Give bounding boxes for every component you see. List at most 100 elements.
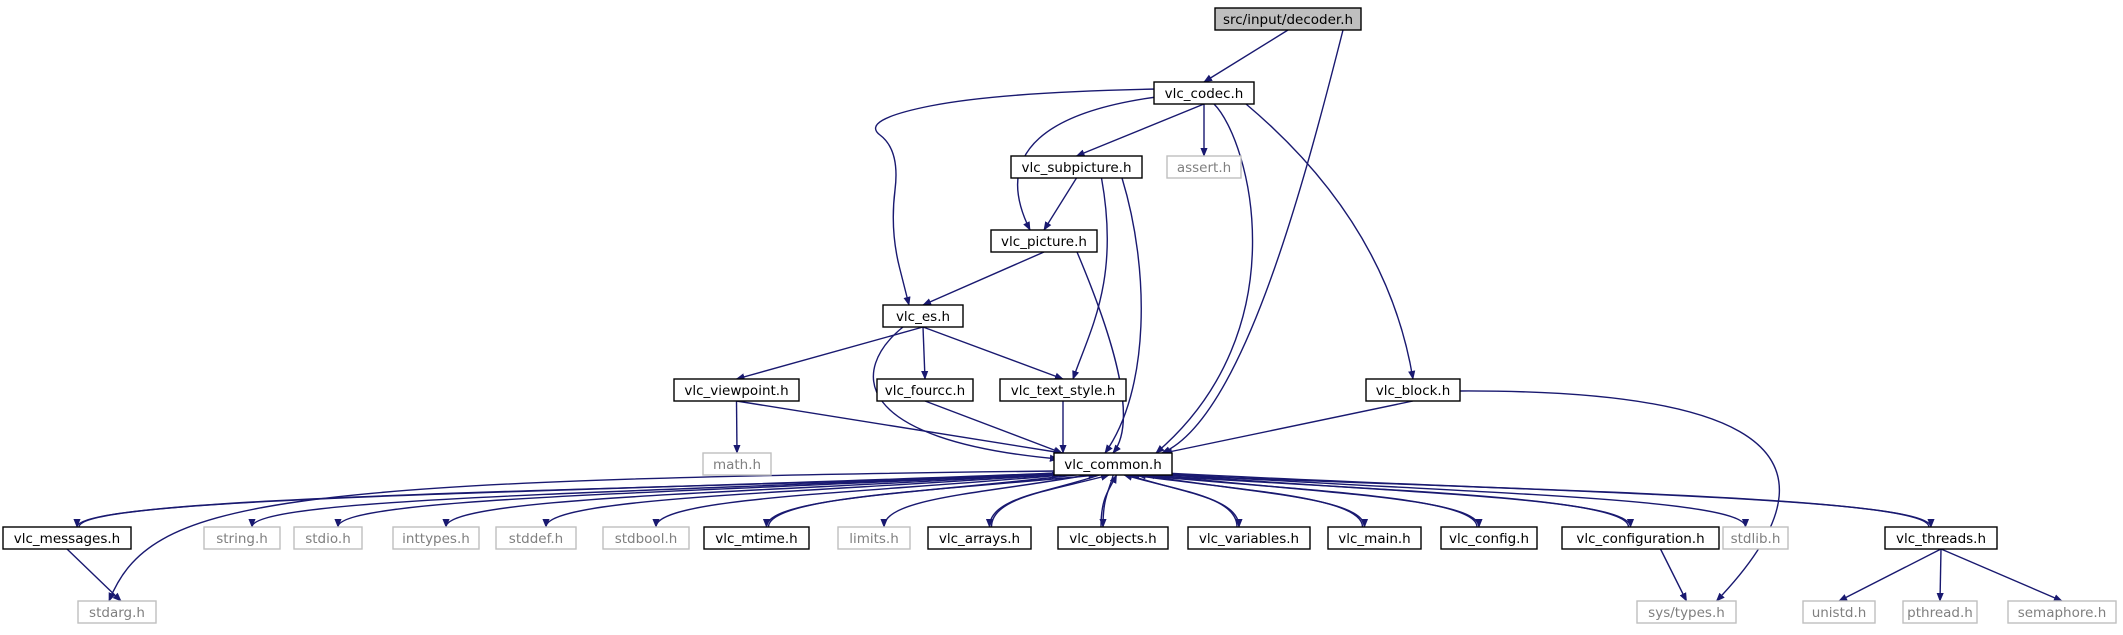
node-main[interactable]: vlc_main.h — [1327, 526, 1422, 550]
node-box — [77, 600, 157, 624]
edge-decoder-to-common — [1161, 29, 1344, 454]
node-pthread: pthread.h — [1902, 600, 1978, 624]
edge-viewpoint-to-math — [733, 400, 741, 454]
node-picture[interactable]: vlc_picture.h — [990, 229, 1098, 253]
node-box — [1365, 378, 1461, 402]
edge-common-to-limits — [880, 472, 1100, 528]
node-inttypes: inttypes.h — [392, 526, 480, 550]
edge-subpicture-to-textstyle — [1072, 177, 1108, 380]
edge-decoder-to-codec — [1203, 29, 1289, 83]
edge-threads-to-unistd — [1838, 548, 1942, 602]
node-label: limits.h — [849, 531, 899, 547]
node-box — [293, 526, 363, 550]
node-textstyle[interactable]: vlc_text_style.h — [999, 378, 1127, 402]
node-threads[interactable]: vlc_threads.h — [1884, 526, 1998, 550]
node-subpicture[interactable]: vlc_subpicture.h — [1010, 155, 1143, 179]
node-label: vlc_mtime.h — [715, 531, 797, 547]
node-variables[interactable]: vlc_variables.h — [1187, 526, 1311, 550]
node-box — [673, 378, 800, 402]
node-label: pthread.h — [1907, 605, 1973, 621]
node-box — [495, 526, 577, 550]
node-fourcc[interactable]: vlc_fourcc.h — [876, 378, 974, 402]
node-box — [1884, 526, 1998, 550]
node-label: vlc_configuration.h — [1576, 531, 1704, 547]
edge-configuration-to-common — [1145, 471, 1630, 528]
node-string: string.h — [203, 526, 281, 550]
node-box — [203, 526, 281, 550]
node-box — [1153, 81, 1255, 105]
edges-layer — [66, 29, 2063, 602]
edge-codec-to-es — [874, 88, 1161, 306]
node-mtime[interactable]: vlc_mtime.h — [703, 526, 810, 550]
node-block[interactable]: vlc_block.h — [1365, 378, 1461, 402]
node-unistd: unistd.h — [1802, 600, 1876, 624]
edge-block-to-common — [1163, 400, 1414, 455]
edge-mtime-to-common — [767, 472, 1098, 528]
edge-threads-to-semaphore — [1940, 548, 2063, 602]
node-common[interactable]: vlc_common.h — [1053, 452, 1173, 476]
edge-messages-to-common — [78, 471, 1061, 528]
edge-variables-to-common — [1123, 473, 1238, 528]
node-semaphore: semaphore.h — [2007, 600, 2117, 624]
node-limits: limits.h — [837, 526, 911, 550]
edge-threads-to-common — [1161, 471, 1930, 528]
node-label: vlc_block.h — [1376, 383, 1451, 399]
node-label: stdlib.h — [1731, 531, 1781, 547]
node-label: vlc_picture.h — [1001, 234, 1087, 250]
node-box — [1327, 526, 1422, 550]
node-viewpoint[interactable]: vlc_viewpoint.h — [673, 378, 800, 402]
node-label: src/input/decoder.h — [1223, 12, 1353, 28]
node-label: vlc_codec.h — [1165, 86, 1244, 102]
node-box — [927, 526, 1032, 550]
node-label: semaphore.h — [2018, 605, 2107, 621]
edge-codec-to-subpicture — [1075, 103, 1205, 157]
edge-block-to-systypes — [1459, 390, 1781, 602]
node-configuration[interactable]: vlc_configuration.h — [1561, 526, 1720, 550]
node-box — [2, 526, 132, 550]
node-es[interactable]: vlc_es.h — [882, 304, 964, 328]
node-label: sys/types.h — [1648, 605, 1725, 621]
node-label: stdio.h — [305, 531, 351, 547]
edge-configuration-to-systypes — [1659, 548, 1688, 602]
node-label: unistd.h — [1812, 605, 1867, 621]
node-label: vlc_fourcc.h — [885, 383, 965, 399]
node-objects[interactable]: vlc_objects.h — [1057, 526, 1169, 550]
node-codec[interactable]: vlc_codec.h — [1153, 81, 1255, 105]
node-label: stddef.h — [509, 531, 563, 547]
edge-es-to-fourcc — [921, 326, 929, 380]
node-arrays[interactable]: vlc_arrays.h — [927, 526, 1032, 550]
node-label: vlc_subpicture.h — [1021, 160, 1131, 176]
node-box — [1902, 600, 1978, 624]
node-box — [703, 526, 810, 550]
node-box — [1166, 155, 1242, 179]
edge-es-to-common — [872, 326, 1059, 462]
node-label: string.h — [216, 531, 268, 547]
edge-subpicture-to-picture — [1043, 177, 1078, 231]
node-config[interactable]: vlc_config.h — [1440, 526, 1538, 550]
edge-common-to-stdarg — [108, 470, 1059, 602]
edge-viewpoint-to-common — [736, 400, 1063, 456]
edge-picture-to-common — [1076, 251, 1125, 454]
node-box — [990, 229, 1098, 253]
node-label: vlc_variables.h — [1199, 531, 1299, 547]
node-box — [1636, 600, 1737, 624]
edge-common-to-stdlib — [1153, 472, 1750, 528]
node-box — [1440, 526, 1538, 550]
node-box — [392, 526, 480, 550]
node-box — [1214, 7, 1362, 31]
node-stdarg: stdarg.h — [77, 600, 157, 624]
node-box — [1053, 452, 1173, 476]
node-box — [1057, 526, 1169, 550]
edge-picture-to-es — [922, 251, 1045, 306]
node-stdbool: stdbool.h — [602, 526, 690, 550]
node-box — [1802, 600, 1876, 624]
edge-common-to-inttypes — [442, 472, 1073, 528]
node-label: vlc_main.h — [1338, 531, 1411, 547]
node-messages[interactable]: vlc_messages.h — [2, 526, 132, 550]
edge-common-to-stddef — [542, 472, 1079, 528]
node-box — [2007, 600, 2117, 624]
edge-codec-to-common — [1155, 103, 1254, 454]
node-decoder[interactable]: src/input/decoder.h — [1214, 7, 1362, 31]
edge-main-to-common — [1130, 472, 1364, 528]
node-label: inttypes.h — [402, 531, 470, 547]
